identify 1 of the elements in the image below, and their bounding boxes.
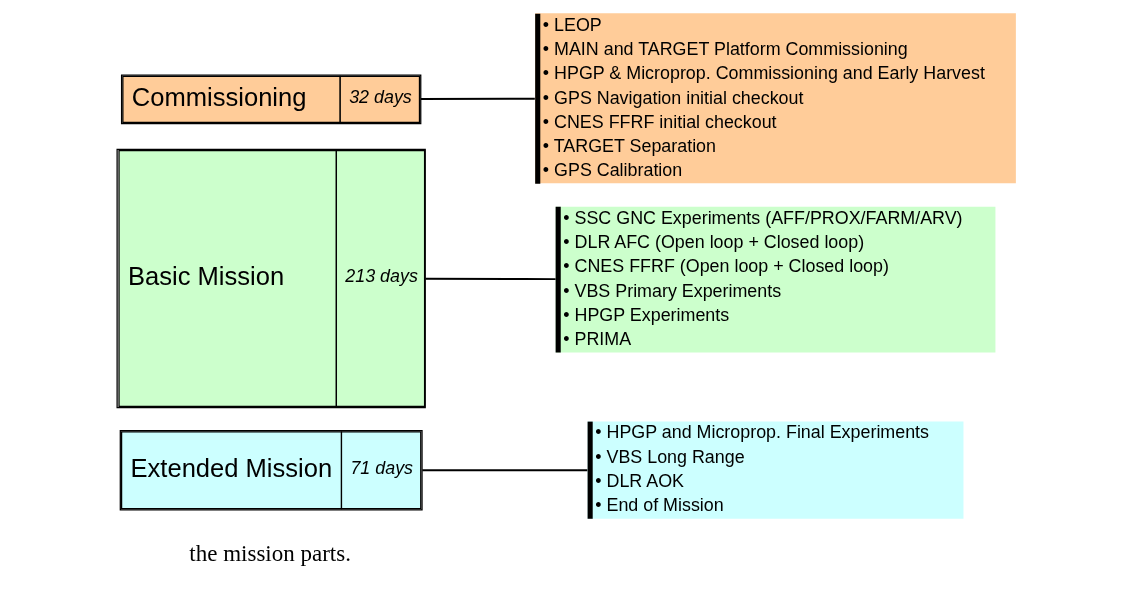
label: the mission parts. (189, 540, 351, 567)
